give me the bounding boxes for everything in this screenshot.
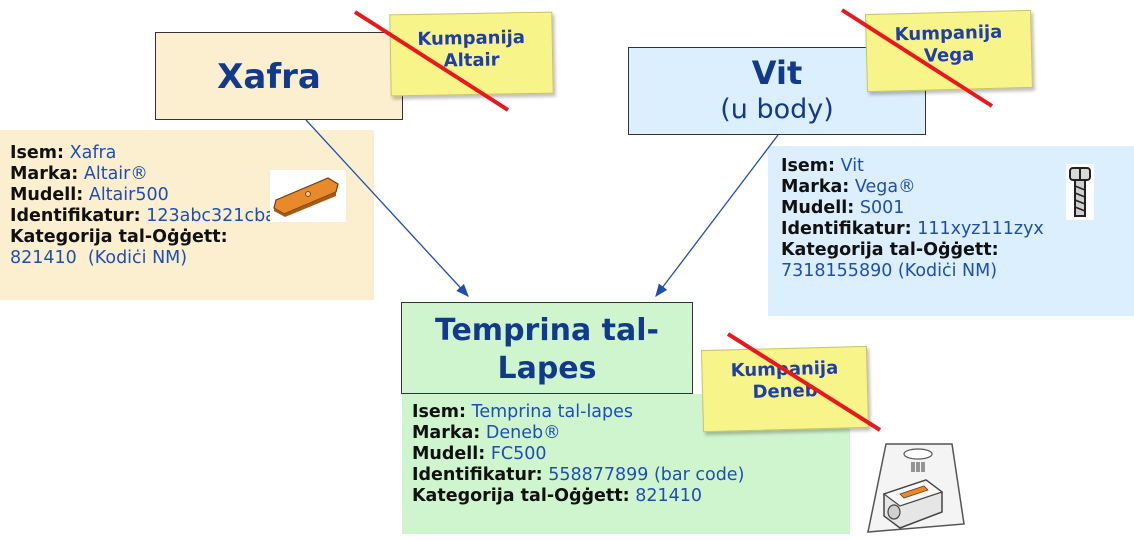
info-row: Identifikatur: 558877899 (bar code) [412,465,745,485]
vit-title: Vit [751,54,803,92]
info-row: Mudell: Altair500 [10,185,169,205]
xafra-box: Xafra [155,32,403,120]
vit-info: Isem: Vit Marka: Vega® Mudell: S001 Iden… [781,156,1044,282]
arrow-xafra-to-product [305,119,469,297]
strike-vega [840,8,994,108]
vit-subtitle: (u body) [720,94,834,125]
strike-altair [353,10,510,112]
product-info: Isem: Temprina tal-lapes Marka: Deneb® M… [412,402,744,507]
info-row: Marka: Deneb® [412,423,561,443]
info-row: Marka: Vega® [781,177,916,197]
info-row: Kategorija tal-Oġġett: [781,240,999,260]
info-row: Isem: Temprina tal-lapes [412,402,634,422]
blade-icon [270,170,346,222]
product-title-line2: Lapes [497,351,597,386]
arrow-vit-to-product [655,134,779,298]
info-row: Isem: Vit [781,156,864,176]
product-title-line1: Temprina tal- [434,313,659,348]
info-row: Identifikatur: 111xyz111zyx [781,219,1044,239]
info-row: Identifikatur: 123abc321cba [10,206,276,226]
info-row: Marka: Altair® [10,164,148,184]
xafra-title: Xafra [217,57,321,97]
info-row: 7318155890 (Kodiċi NM) [781,261,998,281]
strike-deneb [726,332,882,432]
info-row: Kategorija tal-Oġġett: [10,227,228,247]
info-row: Kategorija tal-Oġġett: 821410 [412,486,703,506]
screw-icon [1066,164,1094,220]
info-row: Mudell: FC500 [412,444,547,464]
info-row: Mudell: S001 [781,198,905,218]
info-row: Isem: Xafra [10,143,117,163]
info-row: 821410 (Kodiċi NM) [10,248,188,268]
xafra-info: Isem: Xafra Marka: Altair® Mudell: Altai… [10,143,276,269]
product-box: Temprina tal- Lapes [401,302,693,394]
packaged-sharpener-icon [856,436,970,536]
